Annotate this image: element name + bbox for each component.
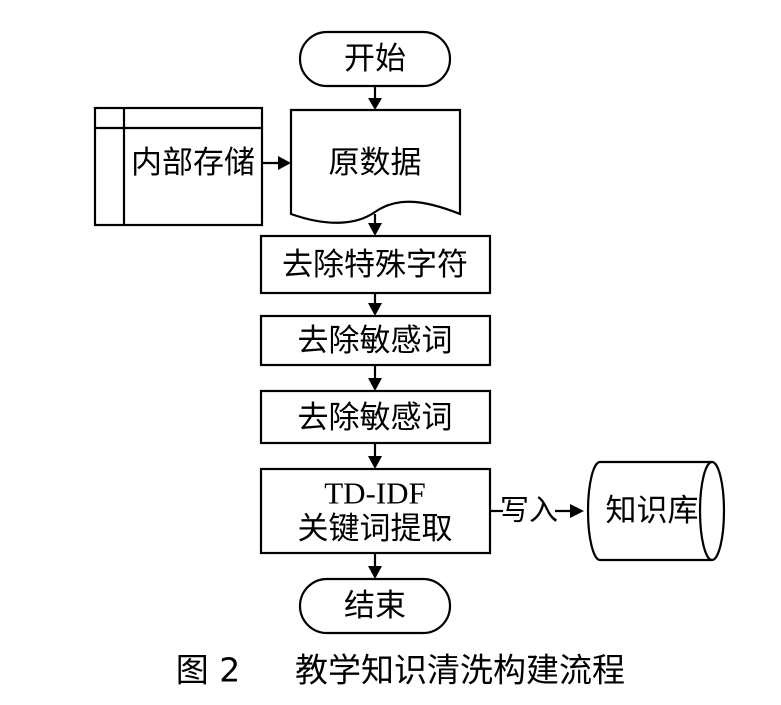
raw-data-label: 原数据	[329, 145, 422, 181]
remove-special-chars-label: 去除特殊字符	[282, 247, 468, 283]
start-node: 开始	[298, 30, 452, 88]
arrow-step1-to-step2	[368, 293, 382, 316]
end-label: 结束	[344, 588, 406, 624]
internal-storage-label: 内部存储	[131, 145, 255, 181]
arrow-start-to-raw-data	[368, 86, 382, 110]
caption-title: 教学知识清洗构建流程	[295, 651, 625, 690]
figure-caption: 图 2 教学知识清洗构建流程	[176, 651, 625, 690]
remove-sensitive-words-label-2: 去除敏感词	[298, 400, 453, 436]
remove-sensitive-words-label-1: 去除敏感词	[298, 323, 453, 359]
end-node: 结束	[298, 577, 452, 635]
internal-storage-node: 内部存储	[93, 106, 264, 227]
raw-data-node: 原数据	[289, 108, 462, 224]
knowledge-base-node: 知识库	[586, 460, 726, 562]
arrow-step3-to-step4	[368, 443, 382, 469]
start-label: 开始	[344, 41, 406, 77]
keyword-extraction-label-line1: TD-IDF	[324, 476, 426, 511]
arrow-step2-to-step3	[368, 365, 382, 391]
arrow-step4-to-end	[368, 553, 382, 579]
arrow-raw-data-to-step1	[368, 214, 382, 236]
remove-special-chars-node: 去除特殊字符	[259, 234, 492, 295]
remove-sensitive-words-node-2: 去除敏感词	[259, 389, 492, 445]
arrow-step4-to-knowledge-base: 写入	[490, 493, 584, 527]
write-edge-label: 写入	[500, 493, 558, 527]
keyword-extraction-node: TD-IDF 关键词提取	[259, 467, 492, 555]
remove-sensitive-words-node-1: 去除敏感词	[259, 314, 492, 367]
knowledge-base-label: 知识库	[606, 493, 699, 529]
keyword-extraction-label-line2: 关键词提取	[298, 511, 453, 547]
caption-number: 图 2	[176, 651, 241, 690]
arrow-storage-to-raw-data	[262, 156, 291, 170]
